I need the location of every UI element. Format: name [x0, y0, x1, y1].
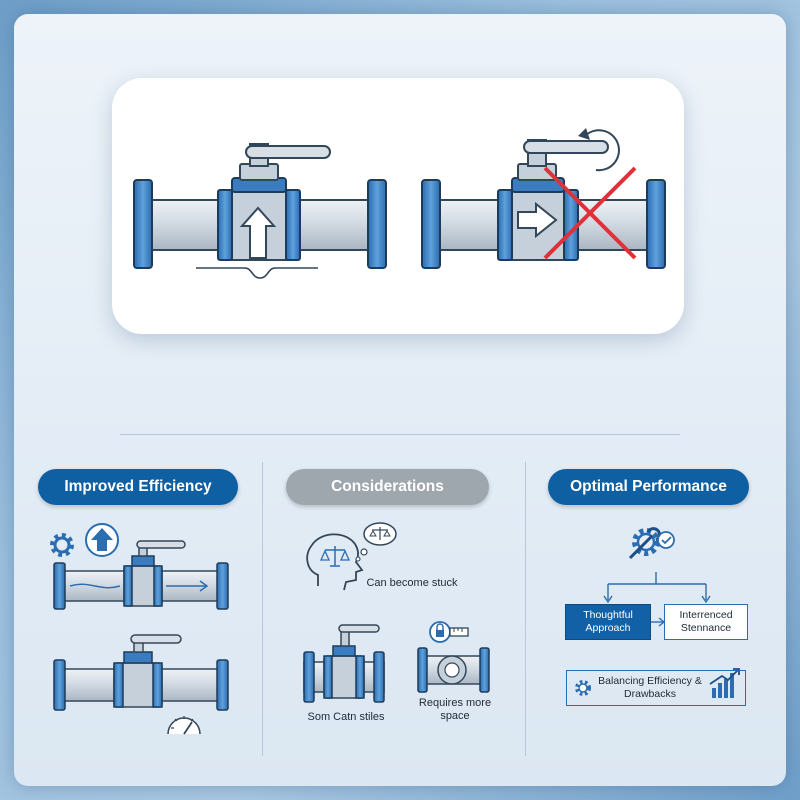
- column-divider-1: [262, 462, 263, 756]
- small-gear-icon: [575, 680, 591, 696]
- gear-wrench-icon: [628, 527, 675, 560]
- chart-growth-icon: [709, 668, 740, 698]
- up-arrow-icon: [85, 523, 119, 557]
- branch-connector: [603, 572, 711, 627]
- improved-efficiency-title: Improved Efficiency: [38, 469, 238, 505]
- lock-tape-icon: [429, 621, 469, 643]
- section-divider: [120, 434, 680, 435]
- thinking-head-icon: [306, 533, 364, 591]
- considerations-title: Considerations: [286, 469, 489, 505]
- gauge-icon: [167, 716, 201, 735]
- left-caption: Som Catn stiles: [307, 711, 385, 723]
- thoughtful-approach-box: Thoughtful Approach: [565, 604, 651, 640]
- gear-icon: [50, 533, 74, 557]
- interrenced-stennance-box: Interrenced Stennance: [664, 604, 748, 640]
- stuck-label: Can become stuck: [366, 577, 458, 589]
- optimal-performance-title: Optimal Performance: [548, 469, 749, 505]
- valve-open: [133, 143, 387, 279]
- efficient-valve: [53, 540, 229, 610]
- valve-with-gauge: [53, 634, 229, 711]
- thought-bubble-icon: [355, 522, 397, 562]
- valve-closed-crossed: [421, 128, 666, 269]
- stuck-valve: [303, 624, 385, 703]
- wide-valve: [417, 647, 490, 693]
- balancing-efficiency-box: Balancing Efficiency & Drawbacks: [566, 670, 746, 706]
- column-divider-2: [525, 462, 526, 756]
- space-label: Requires more space: [418, 697, 492, 722]
